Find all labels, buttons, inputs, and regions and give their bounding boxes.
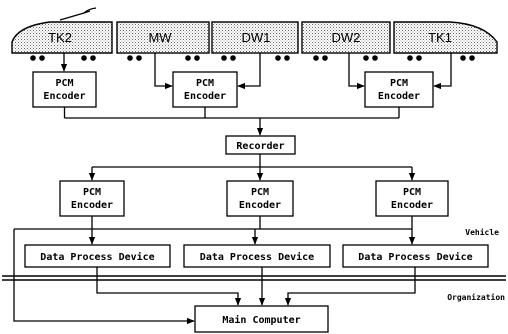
device-label: Data Process Device xyxy=(40,251,154,263)
main-computer: Main Computer xyxy=(194,305,329,333)
encoder-to-recorder-lines xyxy=(63,107,400,136)
car-label-tk1: TK1 xyxy=(428,30,452,45)
bogie xyxy=(221,55,290,61)
bogie xyxy=(407,55,475,61)
recorder-label: Recorder xyxy=(236,141,284,152)
device-label: Data Process Device xyxy=(200,251,314,263)
car-label-dw1: DW1 xyxy=(242,30,271,45)
encoder-label-line2: Encoder xyxy=(184,91,226,102)
encoder-label-line1: PCM xyxy=(390,78,408,89)
encoder-label-line2: Encoder xyxy=(378,91,420,102)
bogie xyxy=(30,55,96,61)
car-dw2: DW2 xyxy=(301,21,391,61)
top-encoder-1: PCM Encoder xyxy=(32,71,97,108)
encoder-to-device-lines xyxy=(13,216,416,325)
car-tk2: TK2 xyxy=(11,7,113,61)
data-process-device-2: Data Process Device xyxy=(183,244,331,268)
main-computer-label: Main Computer xyxy=(222,314,300,326)
car-to-encoder-lines xyxy=(60,53,452,90)
encoder-label-line1: PCM xyxy=(55,78,73,89)
top-encoder-3: PCM Encoder xyxy=(364,71,434,108)
recorder: Recorder xyxy=(225,135,296,155)
vehicle-boundary: Vehicle Organization xyxy=(2,227,506,302)
car-mw: MW xyxy=(116,21,210,61)
mid-encoder-1: PCM Encoder xyxy=(59,180,125,217)
encoder-label-line2: Encoder xyxy=(71,200,113,211)
encoder-label-line1: PCM xyxy=(403,187,421,198)
device-to-computer-lines xyxy=(96,267,416,306)
recorder-to-encoder-lines xyxy=(88,154,416,181)
encoder-label-line1: PCM xyxy=(83,187,101,198)
car-label-dw2: DW2 xyxy=(332,30,361,45)
car-label-mw: MW xyxy=(148,30,172,45)
vehicle-label: Vehicle xyxy=(465,227,499,237)
encoder-label-line2: Encoder xyxy=(239,200,281,211)
bogie xyxy=(313,55,378,61)
data-process-device-3: Data Process Device xyxy=(342,244,489,268)
data-process-device-1: Data Process Device xyxy=(24,244,171,268)
car-tk1: TK1 xyxy=(393,21,498,61)
mid-encoder-2: PCM Encoder xyxy=(226,180,294,217)
encoder-label-line2: Encoder xyxy=(43,91,85,102)
bogie xyxy=(127,55,200,61)
encoder-label-line2: Encoder xyxy=(391,200,433,211)
top-encoder-2: PCM Encoder xyxy=(172,71,238,108)
car-dw1: DW1 xyxy=(211,21,299,61)
car-label-tk2: TK2 xyxy=(48,30,72,45)
encoder-label-line1: PCM xyxy=(251,187,269,198)
encoder-label-line1: PCM xyxy=(196,78,214,89)
organization-label: Organization xyxy=(447,292,505,302)
device-label: Data Process Device xyxy=(358,251,472,263)
mid-encoder-3: PCM Encoder xyxy=(375,180,449,217)
